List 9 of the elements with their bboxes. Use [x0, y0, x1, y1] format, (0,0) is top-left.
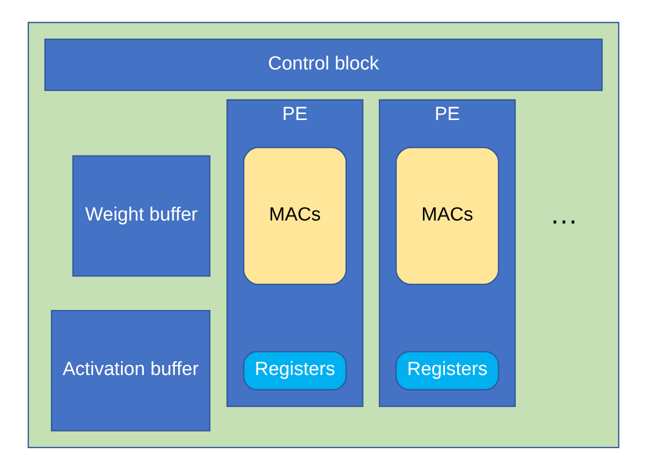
node-box: MACs: [243, 146, 347, 285]
node-box: Weight buffer: [72, 155, 210, 277]
node-box: MACs: [396, 146, 500, 285]
node-box: Control block: [44, 38, 603, 91]
label: …: [550, 198, 578, 230]
cluster: [28, 22, 620, 448]
node-box: Registers: [243, 351, 347, 390]
node-box: Activation buffer: [50, 310, 210, 432]
node-box: Registers: [396, 351, 500, 390]
